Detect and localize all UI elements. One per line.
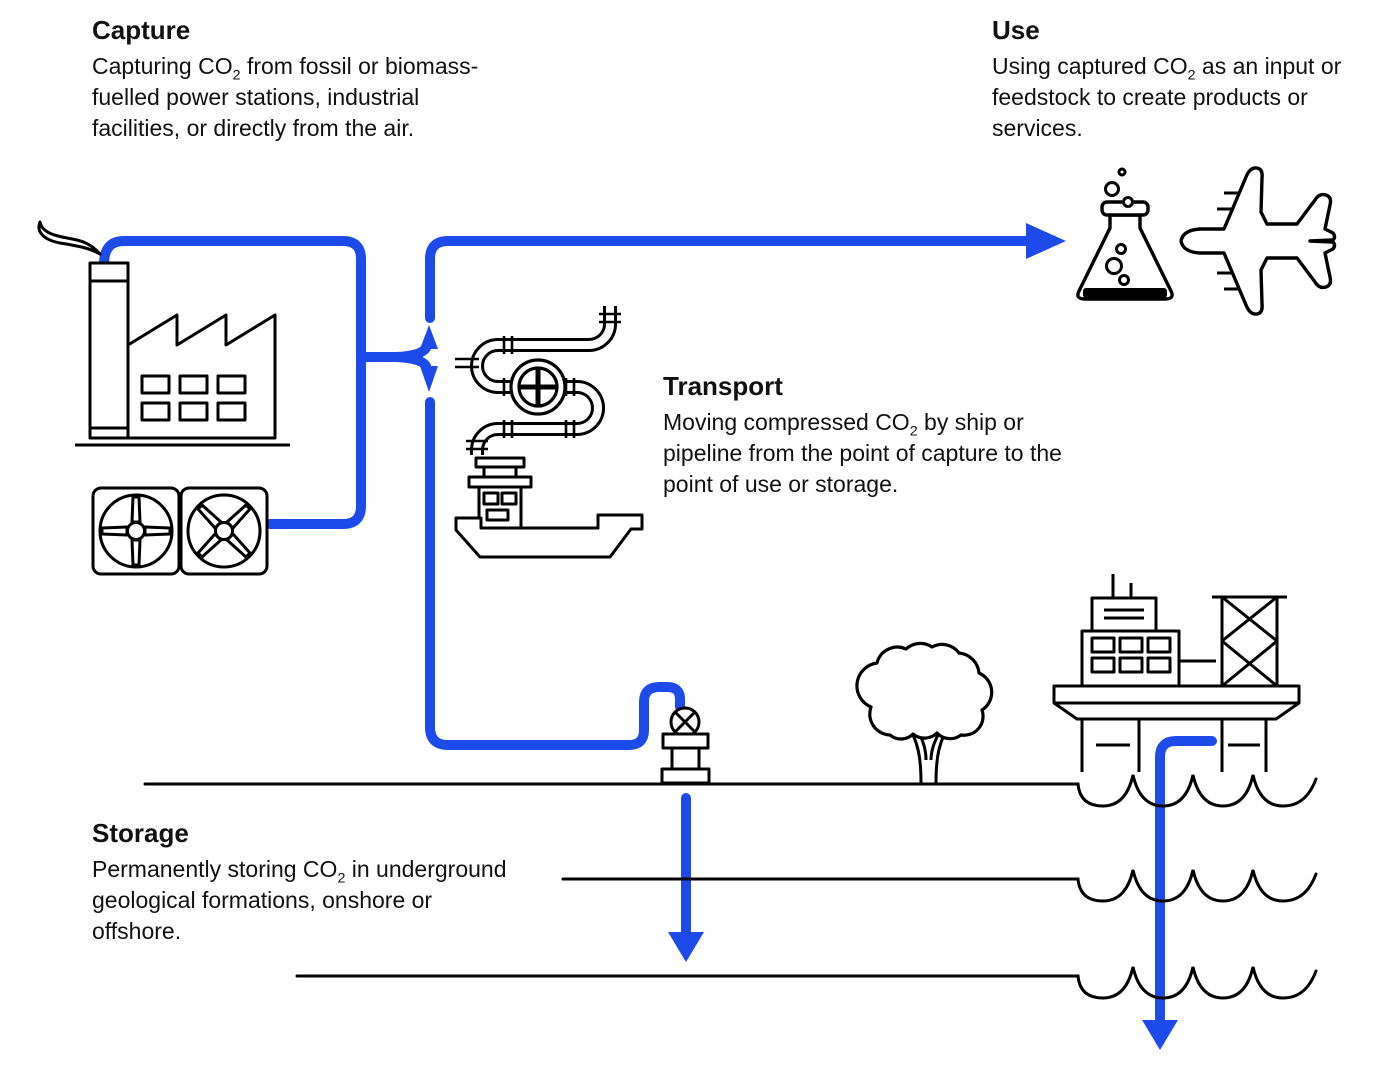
platform-derrick: [1212, 595, 1287, 688]
airplane-wing-flaps: [1217, 191, 1240, 291]
ship-icon: [454, 456, 644, 559]
use-flow-line: [425, 236, 1031, 323]
flask-bubbles: [1104, 167, 1134, 286]
storage-heading: Storage: [92, 818, 189, 848]
pipeline-icon: [455, 306, 621, 455]
flow-arrowheads: [420, 223, 1178, 1050]
flask-icon: [1076, 167, 1174, 301]
storage-flow-line: [425, 397, 685, 750]
capture-section: Capture Capturing CO2 from fossil or bio…: [92, 14, 512, 144]
capture-heading: Capture: [92, 15, 191, 45]
platform-cabin: [1090, 596, 1158, 633]
transport-description: Moving compressed CO2 by ship or pipelin…: [663, 409, 1062, 497]
storage-description: Permanently storing CO2 in underground g…: [92, 856, 507, 944]
transport-section: Transport Moving compressed CO2 by ship …: [663, 370, 1098, 500]
offshore-platform-icon: [1052, 574, 1301, 772]
platform-arrow-down-icon: [1142, 1020, 1178, 1050]
platform-injection-line: [1155, 736, 1217, 1027]
smoke-icon: [37, 220, 102, 256]
storage-section: Storage Permanently storing CO2 in under…: [92, 817, 517, 947]
flow-lines: [99, 236, 1217, 1027]
ship-hull: [454, 513, 644, 559]
factory-windows: [140, 374, 247, 422]
airplane-icon: [1179, 166, 1337, 316]
arrow-up-icon: [420, 325, 438, 349]
pipeline-valve: [509, 358, 567, 416]
capture-description: Capturing CO2 from fossil or biomass-fue…: [92, 53, 479, 141]
factory-icon: [75, 261, 290, 447]
arrow-right-icon: [1026, 223, 1066, 259]
transport-heading: Transport: [663, 371, 783, 401]
wellhead-icon: [660, 706, 711, 785]
dac-fans-icon: [91, 486, 269, 576]
use-heading: Use: [992, 15, 1040, 45]
layer-line-2: [561, 869, 1318, 903]
platform-legs: [1080, 719, 1268, 772]
junction-down-curve: [391, 352, 431, 371]
platform-windows: [1090, 636, 1172, 674]
surface-line: [143, 774, 1318, 808]
well-arrow-down-icon: [668, 932, 704, 962]
use-section: Use Using captured CO2 as an input or fe…: [992, 14, 1382, 144]
capture-flow-line: [99, 236, 366, 529]
flask-liquid: [1083, 288, 1167, 298]
arrow-down-icon: [420, 366, 438, 392]
tree-icon: [855, 641, 994, 784]
factory-chimney: [88, 261, 130, 440]
tree-canopy: [855, 641, 994, 741]
use-description: Using captured CO2 as an input or feedst…: [992, 53, 1342, 141]
geological-layers: [143, 774, 1318, 1000]
layer-line-3: [295, 966, 1318, 1000]
